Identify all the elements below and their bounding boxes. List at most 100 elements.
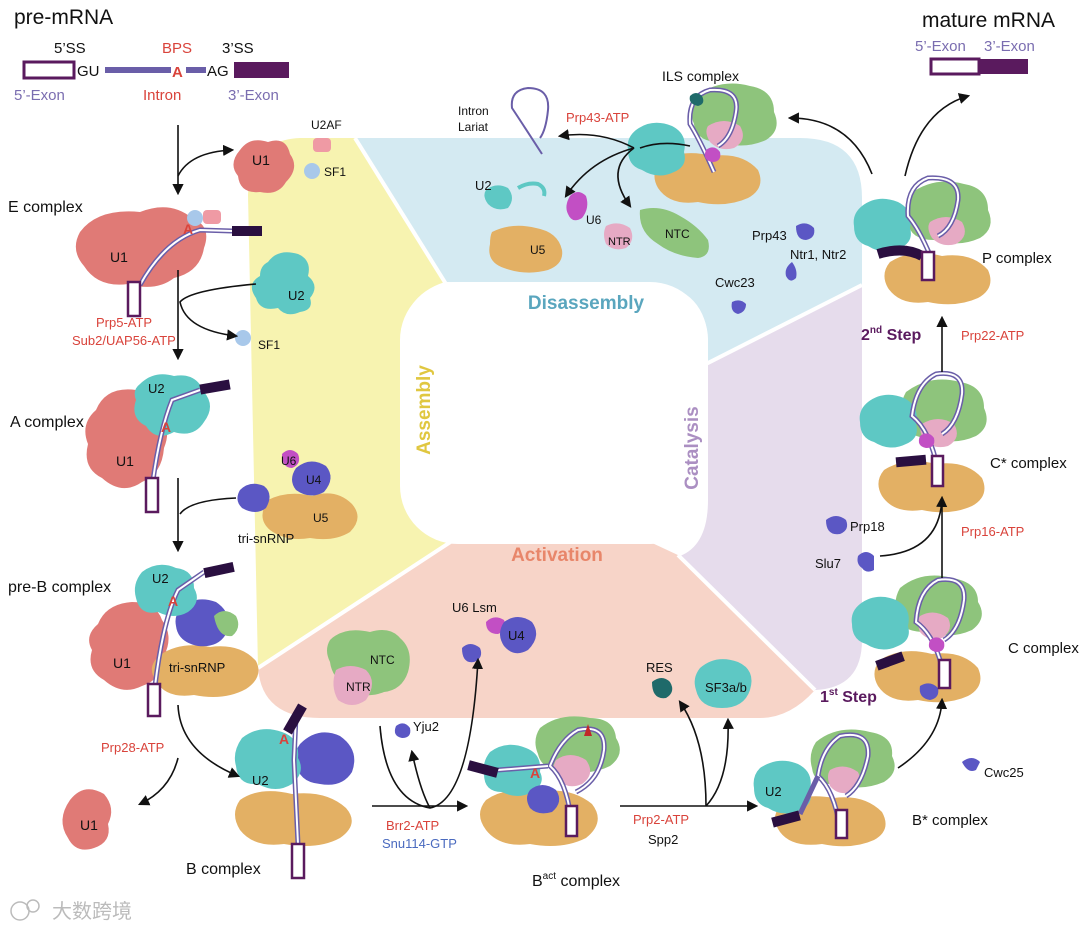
svg-text:U4: U4 [306, 473, 322, 487]
u6lsm-u4-free: U6 Lsm U4 [452, 600, 537, 663]
prp22-label: Prp22-ATP [961, 328, 1024, 343]
svg-text:U6: U6 [586, 213, 602, 227]
svg-text:Ntr1, Ntr2: Ntr1, Ntr2 [790, 247, 846, 262]
svg-text:A: A [279, 731, 289, 747]
cwc25-factor: Cwc25 [962, 758, 1024, 780]
svg-text:Cwc25: Cwc25 [984, 765, 1024, 780]
svg-text:NTR: NTR [608, 236, 631, 248]
svg-text:U2: U2 [475, 178, 492, 193]
svg-text:SF1: SF1 [324, 165, 346, 179]
u1-particle-free: U1 [233, 140, 295, 193]
premrna-exon5-box [22, 60, 76, 80]
intron-lariat: Intron Lariat [458, 86, 550, 155]
premrna-title: pre-mRNA [14, 6, 113, 29]
a-complex: A complex U2 U1 A [10, 374, 231, 514]
p-complex: P complex [853, 175, 1052, 305]
prp43atp-label: Prp43-ATP [566, 110, 629, 125]
svg-text:A: A [530, 765, 540, 781]
mature-mrna-schematic: mature mRNA 5’-Exon 3’-Exon [915, 9, 1055, 76]
sector-dividers [256, 136, 863, 692]
svg-text:tri-snRNP: tri-snRNP [169, 660, 225, 675]
exon5-label: 5’-Exon [14, 87, 65, 104]
bstar-complex: B* complex U2 [753, 729, 988, 847]
gu-label: GU [77, 63, 100, 80]
preb-complex-label: pre-B complex [8, 579, 111, 596]
svg-text:A: A [183, 221, 193, 237]
prp28-label: Prp28-ATP [101, 740, 164, 755]
preb-complex: pre-B complex U2 U1 tri-snRNP A [8, 561, 259, 718]
step1-label: 1st Step [820, 687, 877, 706]
svg-text:A: A [168, 593, 178, 609]
watermark-text: 大数跨境 [52, 900, 132, 923]
svg-text:U5: U5 [313, 511, 329, 525]
a-complex-label: A complex [10, 414, 84, 431]
prp18-slu7-factors: Prp18 Slu7 [815, 516, 885, 572]
premrna-intron-bar2 [186, 67, 206, 73]
svg-text:tri-snRNP: tri-snRNP [238, 531, 294, 546]
b-complex-label: B complex [186, 861, 261, 878]
mature-exon3-label: 3’-Exon [984, 38, 1035, 55]
svg-text:U2: U2 [148, 381, 165, 396]
p-complex-label: P complex [982, 250, 1052, 267]
svg-text:U2: U2 [152, 571, 169, 586]
brr2-label: Brr2-ATP [386, 818, 439, 833]
svg-text:U1: U1 [116, 453, 134, 469]
svg-text:Cwc23: Cwc23 [715, 275, 755, 290]
tri-snrnp-free: U6 U4 U5 tri-snRNP [237, 450, 358, 546]
b-complex: B complex U2 A [186, 703, 355, 880]
svg-text:Slu7: Slu7 [815, 556, 841, 571]
svg-text:NTC: NTC [370, 653, 395, 667]
watermark: 大数跨境 [10, 899, 132, 923]
u2-particle-free: U2 SF1 [235, 252, 315, 352]
mature-exon5-box [929, 57, 981, 76]
svg-text:NTC: NTC [665, 227, 690, 241]
snu114-label: Snu114-GTP [382, 836, 457, 851]
bact-complex: Bact complex A [467, 716, 620, 890]
ntc-ntr-free: NTC NTR Yju2 [327, 630, 439, 738]
u1-released: U1 [62, 789, 112, 850]
svg-text:U4: U4 [508, 628, 525, 643]
svg-text:U1: U1 [80, 817, 98, 833]
ss3-label: 3’SS [222, 40, 254, 57]
cstar-complex-label: C* complex [990, 455, 1067, 472]
sector-label-assembly: Assembly [414, 365, 435, 455]
svg-text:U6: U6 [281, 454, 297, 468]
svg-text:Yju2: Yju2 [413, 719, 439, 734]
svg-text:Prp43: Prp43 [752, 228, 787, 243]
cstar-complex: C* complex [859, 370, 1067, 513]
ils-complex: ILS complex [627, 68, 777, 205]
flow-arrows [137, 93, 971, 812]
ag-label: AG [207, 63, 229, 80]
intron-label: Intron [143, 87, 181, 104]
ss5-label: 5’SS [54, 40, 86, 57]
bstar-complex-label: B* complex [912, 812, 988, 829]
svg-text:SF3a/b: SF3a/b [705, 680, 747, 695]
premrna-schematic: pre-mRNA 5’SS BPS 3’SS GU A AG 5’-Exon I… [14, 6, 289, 104]
prp16-label: Prp16-ATP [961, 524, 1024, 539]
svg-text:NTR: NTR [346, 680, 371, 694]
sub2-label: Sub2/UAP56-ATP [72, 333, 176, 348]
prp5-label: Prp5-ATP [96, 315, 152, 330]
step2-label: 2nd Step [861, 325, 921, 344]
svg-text:Intron: Intron [458, 104, 489, 118]
svg-text:U2: U2 [252, 773, 269, 788]
mature-exon5-label: 5’-Exon [915, 38, 966, 55]
bps-label: BPS [162, 40, 192, 57]
c-complex: C complex [851, 575, 1079, 703]
c-complex-label: C complex [1008, 640, 1079, 657]
sector-label-catalysis: Catalysis [682, 406, 703, 489]
svg-text:RES: RES [646, 660, 673, 675]
u1-label-free: U1 [252, 152, 270, 168]
mature-exon3-box [979, 59, 1028, 74]
svg-text:Prp18: Prp18 [850, 519, 885, 534]
svg-text:A: A [161, 419, 171, 435]
spp2-label: Spp2 [648, 832, 678, 847]
sector-catalysis-bg [680, 285, 862, 690]
a-label: A [172, 64, 183, 81]
sector-label-disassembly: Disassembly [528, 293, 645, 314]
mature-title: mature mRNA [922, 9, 1055, 32]
prp2-label: Prp2-ATP [633, 812, 689, 827]
svg-text:Lariat: Lariat [458, 120, 489, 134]
res-sf3ab-free: RES SF3a/b [646, 659, 752, 708]
